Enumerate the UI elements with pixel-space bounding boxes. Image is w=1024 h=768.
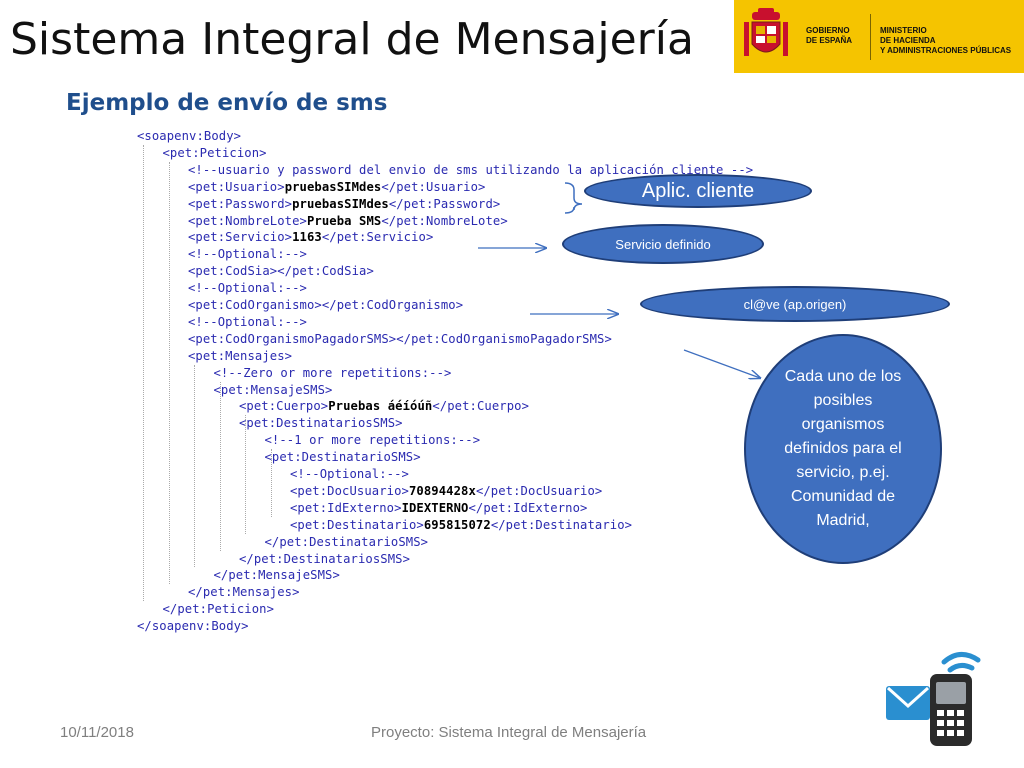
xml-line: <!--1 or more repetitions:--> bbox=[264, 433, 481, 448]
xml-line: <pet:Servicio>1163</pet:Servicio> bbox=[188, 230, 434, 245]
page-title: Sistema Integral de Mensajería bbox=[10, 14, 694, 65]
xml-line: </pet:MensajeSMS> bbox=[213, 568, 340, 583]
callout-organismos-label: Cada uno de los posibles organismos defi… bbox=[784, 368, 902, 529]
indent-guide bbox=[245, 415, 246, 534]
callout-servicio-label: Servicio definido bbox=[615, 236, 711, 252]
xml-line: <pet:Cuerpo>Pruebas áéíóúñ</pet:Cuerpo> bbox=[239, 399, 530, 414]
logo-text-gobierno: GOBIERNO DE ESPAÑA bbox=[806, 26, 853, 45]
xml-line: <pet:CodOrganismo></pet:CodOrganismo> bbox=[188, 298, 464, 312]
brace-icon bbox=[564, 182, 583, 214]
callout-organismos: Cada uno de los posibles organismos defi… bbox=[744, 334, 942, 564]
xml-line: <!--Optional:--> bbox=[188, 314, 307, 329]
xml-line: </soapenv:Body> bbox=[137, 619, 249, 634]
indent-guide bbox=[194, 364, 195, 568]
callout-clave-label: cl@ve (ap.origen) bbox=[743, 296, 847, 312]
footer-date: 10/11/2018 bbox=[60, 724, 134, 741]
xml-line: <pet:IdExterno>IDEXTERNO</pet:IdExterno> bbox=[290, 500, 588, 515]
coat-of-arms-icon bbox=[744, 8, 788, 56]
xml-line: <pet:CodSia></pet:CodSia> bbox=[188, 264, 374, 279]
xml-line: <pet:Mensajes> bbox=[188, 348, 293, 363]
logo-divider bbox=[870, 14, 871, 60]
xml-line: <pet:Password>pruebasSIMdes</pet:Passwor… bbox=[188, 196, 501, 211]
xml-line: </pet:DestinatariosSMS> bbox=[239, 551, 411, 566]
callout-aplic-cliente: Aplic. cliente bbox=[584, 174, 812, 208]
xml-line: <pet:NombreLote>Prueba SMS</pet:NombreLo… bbox=[188, 213, 508, 228]
xml-line: <!--Optional:--> bbox=[188, 247, 307, 262]
xml-line: <pet:CodOrganismoPagadorSMS></pet:CodOrg… bbox=[188, 331, 612, 346]
logo-text-ministerio: MINISTERIO DE HACIENDA Y ADMINISTRACIONE… bbox=[880, 26, 1012, 55]
xml-line: <pet:DestinatariosSMS> bbox=[239, 416, 403, 431]
arrow-pagador bbox=[683, 349, 760, 378]
xml-line: </pet:Peticion> bbox=[162, 602, 275, 617]
xml-line: <!--Optional:--> bbox=[290, 467, 409, 481]
callout-aplic-label: Aplic. cliente bbox=[641, 179, 755, 202]
xml-line: <pet:Usuario>pruebasSIMdes</pet:Usuario> bbox=[188, 179, 486, 194]
government-logo: GOBIERNO DE ESPAÑA MINISTERIO DE HACIEND… bbox=[734, 0, 1024, 73]
xml-line: <!--Zero or more repetitions:--> bbox=[213, 365, 452, 380]
callout-clave: cl@ve (ap.origen) bbox=[640, 286, 950, 322]
xml-line: <soapenv:Body> bbox=[137, 129, 242, 143]
indent-guide bbox=[143, 144, 144, 602]
xml-line: <pet:DocUsuario>70894428x</pet:DocUsuari… bbox=[290, 483, 603, 498]
indent-guide bbox=[219, 381, 221, 551]
callout-servicio: Servicio definido bbox=[562, 224, 764, 264]
footer-project: Proyecto: Sistema Integral de Mensajería bbox=[371, 724, 647, 741]
mobile-sms-icon bbox=[886, 652, 981, 746]
xml-line: <pet:DestinatarioSMS> bbox=[264, 450, 421, 465]
xml-line: <!--Optional:--> bbox=[188, 281, 307, 296]
xml-line: </pet:DestinatarioSMS> bbox=[264, 534, 429, 549]
xml-line: </pet:Mensajes> bbox=[188, 585, 300, 600]
indent-guide bbox=[270, 449, 272, 517]
xml-line: <!--usuario y password del envio de sms … bbox=[188, 162, 754, 177]
xml-line: <pet:Destinatario>695815072</pet:Destina… bbox=[290, 517, 633, 532]
slide-subtitle: Ejemplo de envío de sms bbox=[66, 90, 388, 116]
indent-guide bbox=[168, 161, 170, 585]
xml-line: <pet:Peticion> bbox=[162, 145, 267, 160]
xml-line: <pet:MensajeSMS> bbox=[213, 382, 333, 397]
